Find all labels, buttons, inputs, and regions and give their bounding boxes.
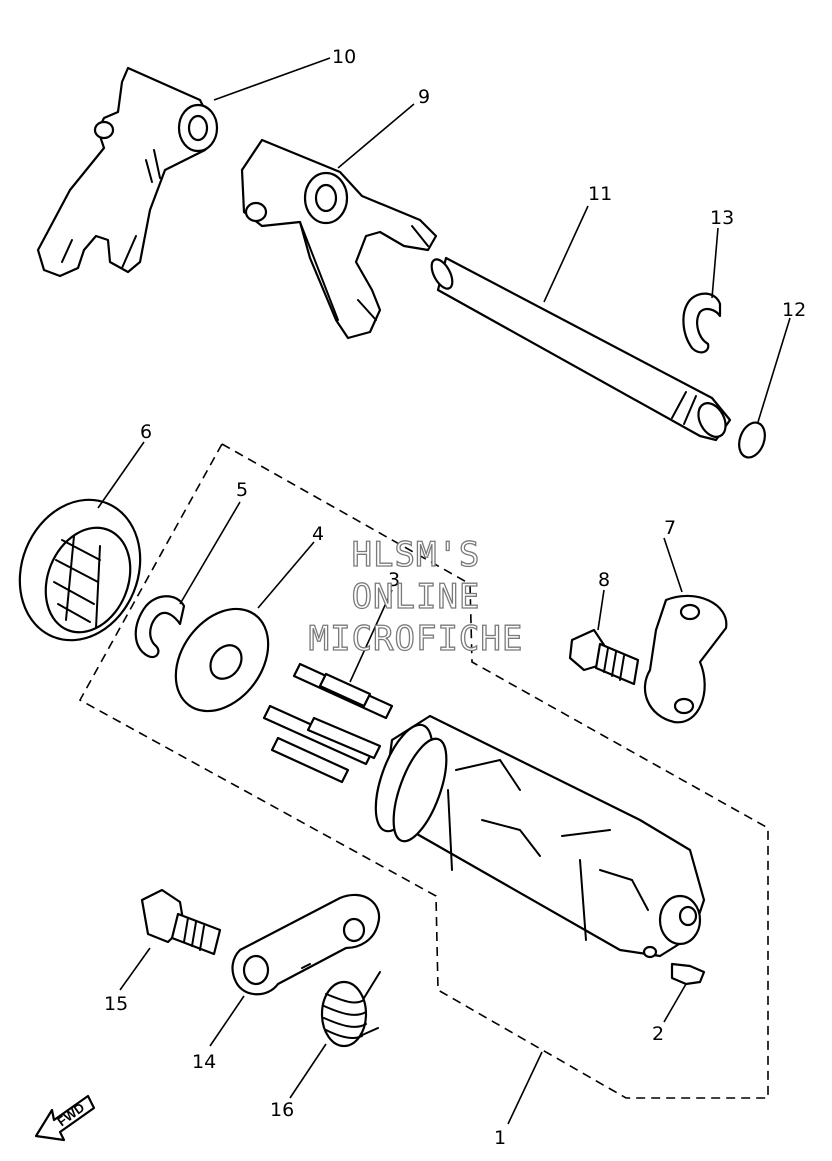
callout-11: 11 [588, 183, 612, 205]
part-1-shift-drum[interactable] [364, 714, 706, 958]
arrow-forward-icon: FWD [34, 1094, 96, 1142]
watermark-line-3: MICROFICHE [309, 619, 524, 659]
part-3-dowel-pins[interactable] [262, 662, 394, 784]
watermark-line-1: HLSM'S [352, 535, 481, 575]
part-6-bearing[interactable] [0, 482, 161, 659]
callout-13: 13 [710, 207, 734, 229]
callout-3: 3 [388, 569, 400, 591]
part-2-pin[interactable] [642, 945, 706, 986]
callout-10: 10 [332, 46, 356, 68]
part-10-shift-fork[interactable] [36, 66, 219, 278]
watermark: HLSM'S ONLINE MICROFICHE [308, 534, 524, 659]
callout-8: 8 [598, 569, 610, 591]
callout-16: 16 [270, 1099, 294, 1121]
part-7-stopper-plate[interactable] [644, 594, 728, 724]
callout-14: 14 [192, 1051, 216, 1073]
part-12-o-ring[interactable] [735, 419, 770, 461]
leader-lines [97, 57, 791, 1125]
callout-7: 7 [664, 517, 676, 539]
callout-5: 5 [236, 479, 248, 501]
callout-4: 4 [312, 523, 324, 545]
assembly-boundary [78, 442, 769, 1099]
callout-9: 9 [418, 86, 430, 108]
part-8-bolt[interactable] [568, 628, 640, 686]
part-13-circlip[interactable] [682, 292, 722, 354]
callout-2: 2 [652, 1023, 664, 1045]
part-11-guide-bar[interactable] [427, 256, 732, 442]
part-14-shift-lever[interactable] [231, 893, 381, 996]
callout-15: 15 [104, 993, 128, 1015]
callout-12: 12 [782, 299, 806, 321]
part-9-shift-fork[interactable] [240, 138, 438, 340]
callout-6: 6 [140, 421, 152, 443]
part-16-torsion-spring[interactable] [320, 971, 381, 1048]
callout-1: 1 [494, 1127, 506, 1149]
part-15-bolt[interactable] [140, 888, 222, 956]
part-4-washer[interactable] [157, 591, 288, 729]
watermark-line-2: ONLINE [352, 577, 481, 617]
part-5-circlip[interactable] [134, 595, 186, 659]
